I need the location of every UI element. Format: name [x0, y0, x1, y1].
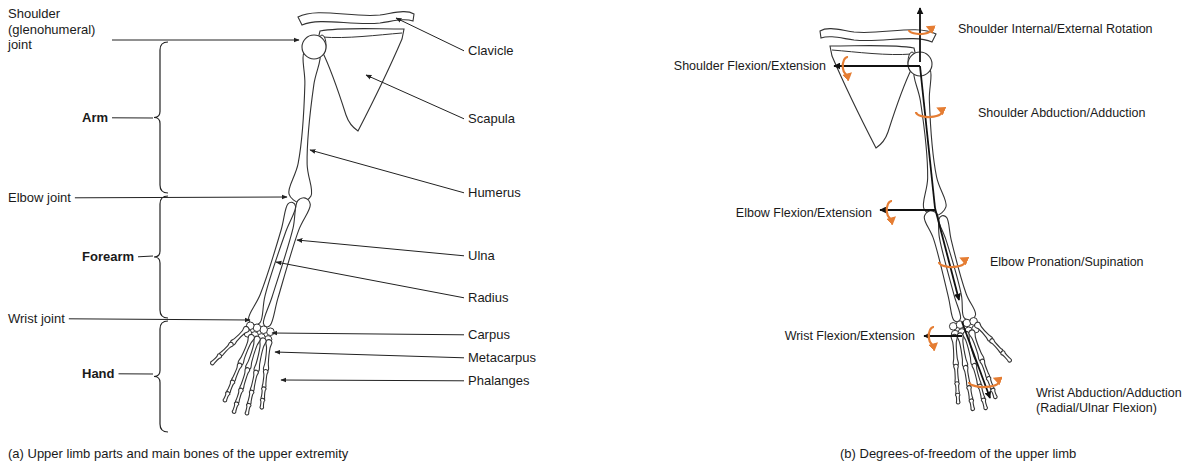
phalanx-bone: [954, 364, 959, 383]
region-label: Forearm: [82, 249, 134, 265]
metacarpal-bone: [975, 322, 993, 341]
leader-line: [272, 333, 464, 335]
leader-line: [69, 319, 250, 320]
part-label: Clavicle: [468, 43, 514, 59]
rotation-arrow: [929, 327, 936, 345]
scapula-spine: [832, 50, 912, 55]
leader-line: [297, 240, 464, 256]
phalanx-bone: [261, 387, 266, 400]
axis-arrow: [920, 66, 935, 208]
part-label: Elbow joint: [8, 190, 71, 206]
rotation-arrow: [916, 109, 942, 117]
phalanx-bone: [967, 386, 973, 401]
rotation-arrow: [969, 379, 999, 387]
dof-label: Wrist Abduction/Adduction (Radial/Ulnar …: [1036, 386, 1194, 416]
phalanx-bone: [235, 388, 243, 403]
scapula-spine: [322, 33, 402, 38]
leader-line: [112, 117, 153, 118]
phalanx-bone: [219, 342, 233, 356]
phalanx-bone: [955, 393, 960, 404]
leader-line: [366, 75, 464, 119]
phalanx-bone: [972, 363, 981, 385]
phalanx-bone: [232, 402, 239, 413]
phalanx-bone: [232, 363, 242, 381]
rotation-arrow: [843, 57, 850, 75]
phalanx-bone: [250, 370, 258, 391]
rotation-arrow: [939, 259, 965, 267]
dof-label: Elbow Flexion/Extension: [736, 206, 872, 221]
sub-caption: (b) Degrees-of-freedom of the upper limb: [840, 446, 1076, 462]
part-label: Carpus: [468, 327, 510, 343]
part-label: Phalanges: [468, 373, 529, 389]
dof-label: Wrist Flexion/Extension: [785, 329, 915, 344]
dof-label: Elbow Pronation/Supination: [990, 255, 1144, 270]
phalanx-bone: [240, 368, 250, 390]
leader-line: [281, 380, 464, 382]
radius: [939, 216, 976, 321]
leader-line: [396, 18, 464, 51]
left-skeleton: [211, 12, 414, 415]
phalanx-bone: [969, 399, 974, 411]
scapula: [830, 46, 915, 149]
dof-label: Shoulder Abduction/Adduction: [978, 106, 1146, 121]
leader-line: [138, 256, 153, 258]
scapula: [319, 29, 404, 132]
part-label: Wrist joint: [8, 311, 65, 327]
metacarpal-bone: [951, 334, 958, 366]
phalanx-bone: [955, 382, 960, 395]
radius: [249, 202, 296, 325]
phalanx-bone: [991, 388, 998, 398]
leader-line: [75, 197, 287, 199]
phalanx-bone: [990, 339, 1003, 353]
leader-line: [310, 150, 464, 193]
sub-caption: (a) Upper limb parts and main bones of t…: [8, 446, 348, 462]
axis-arrow: [834, 65, 920, 67]
metacarpal-bone: [238, 335, 254, 366]
part-label: Humerus: [468, 185, 521, 201]
phalanx-bone: [211, 354, 222, 365]
leader-line: [275, 352, 464, 358]
part-label: Radius: [468, 290, 508, 306]
part-label: Scapula: [468, 111, 515, 127]
bracket: [154, 196, 168, 318]
humeral-head: [302, 35, 326, 59]
phalanx-bone: [260, 398, 265, 409]
humerus: [289, 47, 321, 202]
leader-line: [276, 262, 464, 298]
clavicle: [820, 29, 936, 42]
part-label: Ulna: [468, 248, 495, 264]
region-label: Arm: [82, 110, 108, 126]
part-label: Metacarpus: [468, 350, 536, 366]
phalanx-bone: [247, 390, 254, 404]
axis-arrow: [880, 209, 935, 211]
part-label: Shoulder (glenohumeral) joint: [8, 6, 108, 53]
dof-label: Shoulder Internal/External Rotation: [958, 22, 1153, 37]
phalanx-bone: [1001, 351, 1012, 362]
bracket: [154, 42, 168, 193]
phalanx-bone: [223, 392, 230, 402]
bracket: [154, 321, 168, 432]
leader-line: [112, 40, 299, 41]
phalanx-bone: [981, 398, 987, 409]
axis-arrow: [935, 208, 959, 300]
leader-lines: [69, 18, 464, 381]
leader-line: [119, 373, 154, 374]
region-label: Hand: [82, 366, 115, 382]
phalanx-bone: [262, 370, 268, 389]
dof-label: Shoulder Flexion/Extension: [674, 59, 826, 74]
phalanx-bone: [245, 403, 251, 415]
metacarpal-bone: [231, 327, 249, 345]
humerus: [914, 64, 947, 215]
rotation-arrow: [887, 201, 894, 219]
rotation-arrow: [909, 27, 931, 34]
